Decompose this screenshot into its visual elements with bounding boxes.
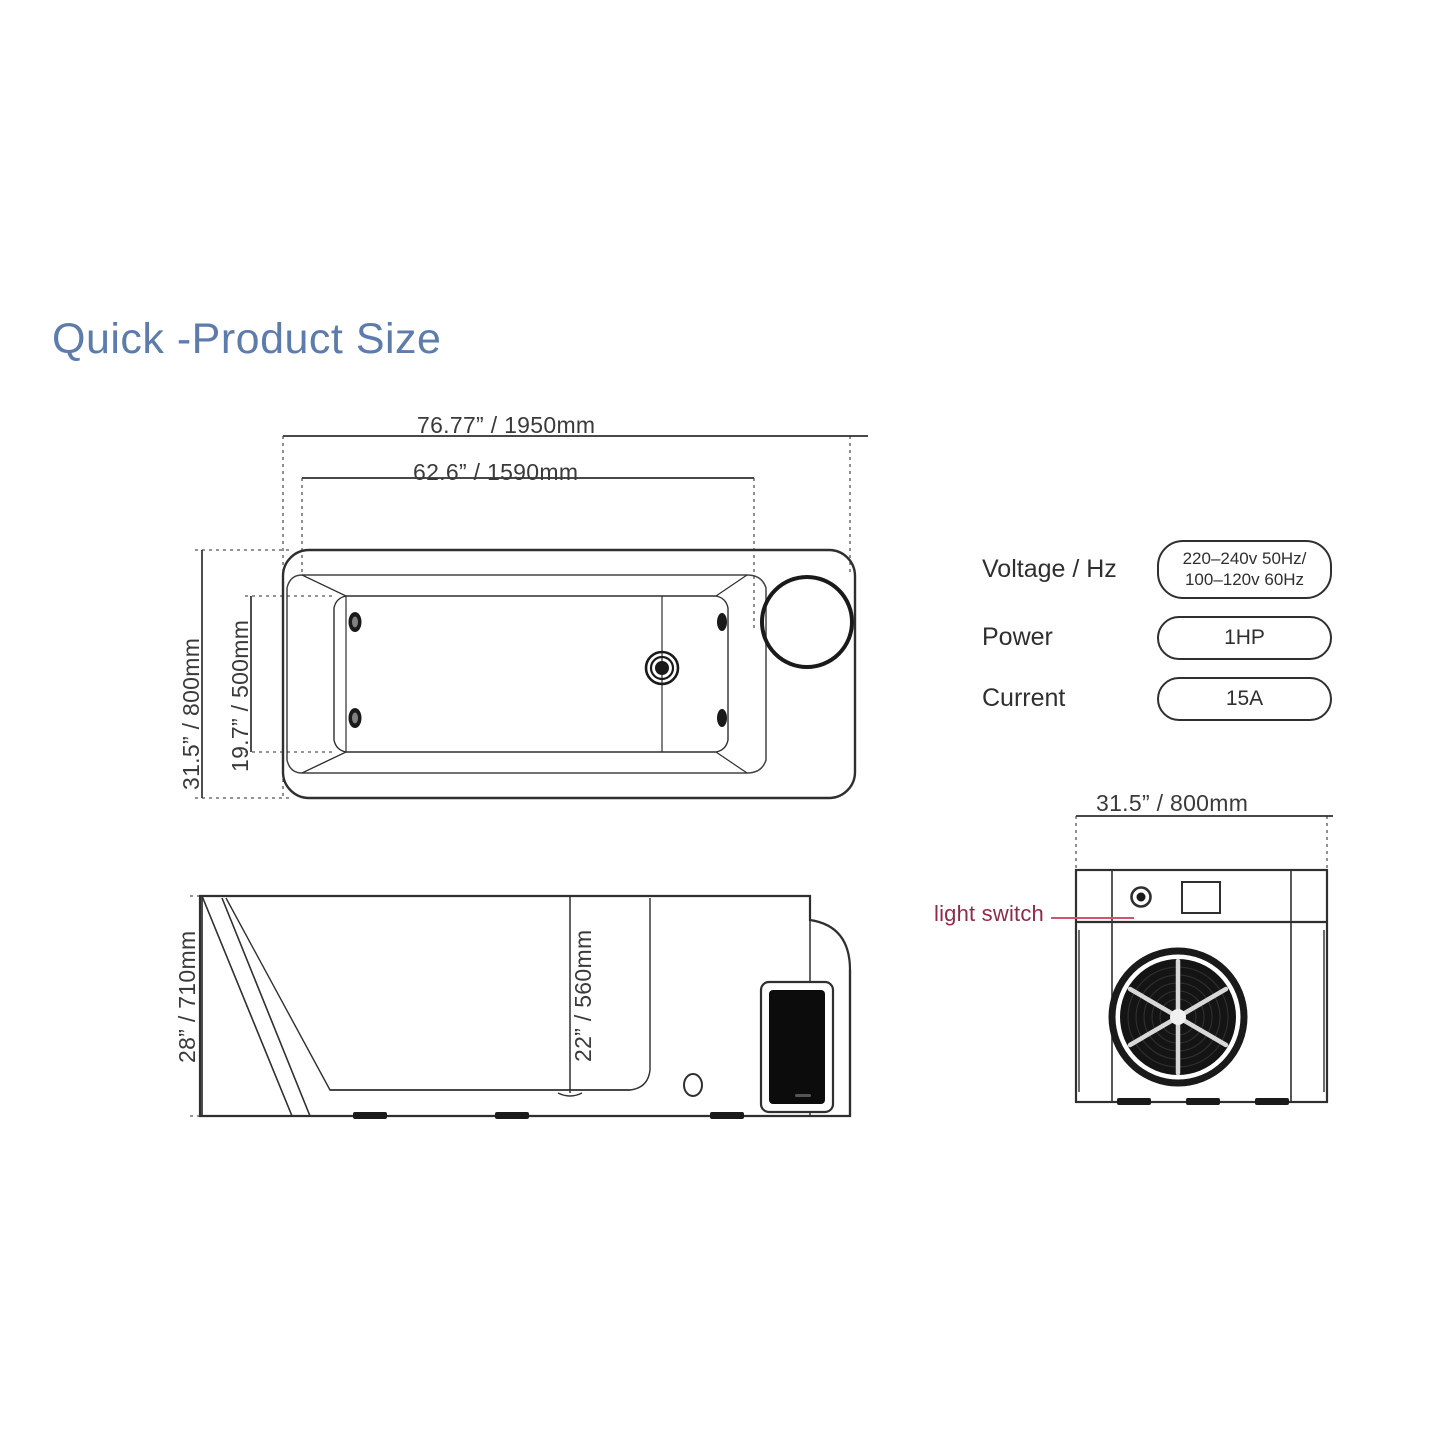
spec-label-voltage: Voltage / Hz bbox=[982, 554, 1117, 583]
light-switch-callout-label: light switch bbox=[934, 901, 1044, 926]
side-view-diagram bbox=[190, 894, 852, 1119]
dimension-label-inner-length: 62.6” / 1590mm bbox=[413, 459, 579, 485]
support-foot bbox=[353, 1112, 744, 1119]
dimension-label-front-width: 31.5” / 800mm bbox=[1096, 790, 1249, 816]
spec-value-current: 15A bbox=[1157, 676, 1332, 721]
top-view-diagram bbox=[195, 435, 868, 800]
spec-value-current-line1: 15A bbox=[1225, 686, 1264, 710]
dimension-label-inner-width: 19.7” / 500mm bbox=[227, 619, 253, 772]
spec-row-voltage: Voltage / Hz 220–240v 50Hz/ 100–120v 60H… bbox=[982, 540, 1332, 599]
fan-assembly bbox=[1108, 947, 1248, 1087]
dimension-label-overall-length: 76.77” / 1950mm bbox=[417, 412, 596, 438]
support-foot bbox=[1117, 1098, 1289, 1105]
page-title: Quick -Product Size bbox=[52, 315, 442, 363]
drain-fitting bbox=[644, 650, 680, 686]
specification-table: Voltage / Hz 220–240v 50Hz/ 100–120v 60H… bbox=[982, 540, 1332, 738]
light-switch-leader-line bbox=[1051, 917, 1134, 919]
spec-value-voltage-line1: 220–240v 50Hz/ bbox=[1182, 549, 1307, 568]
spec-value-power-line1: 1HP bbox=[1224, 625, 1265, 649]
spec-label-power: Power bbox=[982, 623, 1053, 652]
dimension-label-side-height: 28” / 710mm bbox=[174, 930, 200, 1063]
spec-value-power: 1HP bbox=[1157, 615, 1332, 660]
spec-row-power: Power 1HP bbox=[982, 615, 1332, 660]
control-display-panel bbox=[759, 980, 835, 1114]
jet-nozzle bbox=[717, 613, 727, 727]
spec-row-current: Current 15A bbox=[982, 676, 1332, 721]
light-switch-button bbox=[1130, 886, 1152, 908]
spec-value-voltage-line2: 100–120v 60Hz bbox=[1184, 570, 1305, 590]
dimension-label-overall-width: 31.5” / 800mm bbox=[178, 637, 204, 790]
dimension-label-inner-depth: 22” / 560mm bbox=[570, 929, 596, 1062]
jet-nozzle bbox=[348, 612, 362, 728]
spec-value-voltage: 220–240v 50Hz/ 100–120v 60Hz bbox=[1157, 540, 1332, 599]
display-window bbox=[1181, 881, 1221, 914]
spec-label-current: Current bbox=[982, 684, 1066, 713]
blower-fan-outline bbox=[760, 575, 854, 669]
side-port-icon bbox=[683, 1073, 703, 1097]
front-view-diagram bbox=[1074, 815, 1333, 1105]
